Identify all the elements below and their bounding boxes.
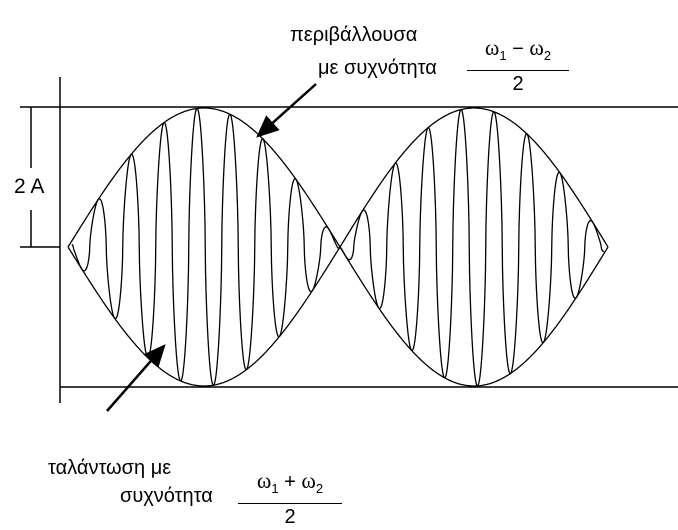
envelope-curve	[67, 107, 609, 387]
omega2: ω	[529, 35, 544, 60]
amplitude-label: 2 A	[14, 175, 45, 198]
oscillation-label-line2: συχνότητα	[120, 485, 213, 507]
subscript2: 2	[543, 48, 552, 63]
envelope-arrow	[256, 83, 317, 138]
envelope-label-line2: με συχνότητα	[318, 57, 437, 79]
omega1: ω	[484, 35, 500, 60]
operator: −	[512, 38, 524, 60]
subscript1: 1	[271, 481, 279, 496]
subscript1: 1	[499, 48, 507, 63]
oscillation-frequency-fraction: ω1 + ω2 2	[238, 469, 342, 530]
envelope-label-line1: περιβάλλουσα	[290, 24, 418, 46]
operator: +	[284, 471, 296, 493]
subscript2: 2	[315, 481, 324, 496]
oscillation-label-line1: ταλάντωση με	[48, 457, 172, 479]
oscillation-arrow	[106, 344, 166, 412]
denominator: 2	[512, 73, 524, 95]
denominator: 2	[284, 506, 296, 528]
envelope-frequency-fraction: ω1 − ω2 2	[467, 36, 569, 97]
omega1: ω	[256, 468, 272, 493]
carrier-oscillation	[71, 107, 604, 387]
omega2: ω	[301, 468, 316, 493]
